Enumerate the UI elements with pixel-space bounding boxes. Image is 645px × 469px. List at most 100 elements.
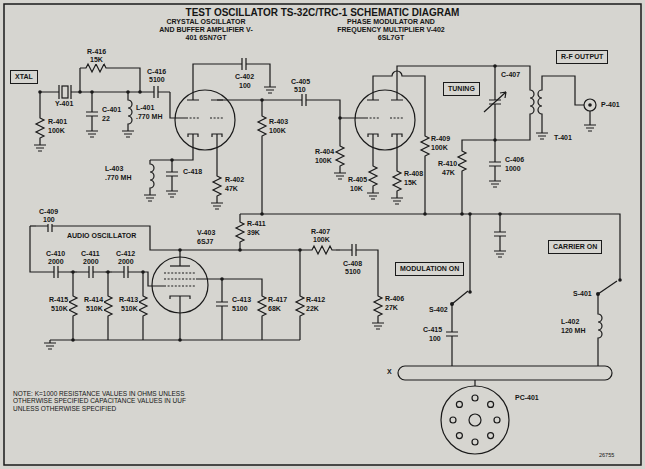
component-label: T-401 [553,134,573,142]
schematic-line [260,98,264,102]
box-text: R-F OUTPUT [561,53,603,61]
component-label: C-412 [115,250,136,258]
component-label: 100K [47,127,66,135]
component-label: R-410 [437,160,458,168]
component-label: 27K [384,304,399,312]
wire [597,342,598,366]
ground-symbol [367,190,379,199]
plug-pin [450,417,456,423]
label-box: TUNING [443,82,480,96]
schematic-line [493,64,497,68]
switch-contact [468,290,472,294]
schematic-line [260,212,264,216]
coil-symbol [538,86,542,118]
wire [150,134,193,160]
wire [217,99,290,100]
wire [196,279,262,290]
wire [299,250,300,290]
resistor-symbol [69,290,77,320]
plug-key [469,414,481,426]
schematic-line [498,212,502,216]
box-text: MODULATION ON [400,265,459,273]
tube-envelope [355,90,415,150]
plug-pin [472,439,478,445]
wire [318,100,366,118]
resistor-symbol [296,290,304,320]
component-label: 6SJ7 [196,238,214,246]
section-heading: CRYSTAL OSCILLATOR AND BUFFER AMPLIFIER … [158,18,255,42]
wire [239,214,240,216]
wire [170,92,186,118]
component-label: C-405 [290,78,311,86]
capacitor-symbol [142,86,170,98]
capacitor-symbol [290,94,318,106]
wire [589,111,590,122]
schematic-line [71,338,75,342]
wire [469,214,470,292]
schematic-line [71,270,75,274]
wire [494,116,495,150]
capacitor-symbol [166,160,178,188]
ground-symbol [584,122,596,131]
component-label: L-402 [560,318,580,326]
component-label: Y-401 [54,100,74,108]
crystal-symbol [59,85,71,99]
wire [541,118,542,130]
component-label: R-401 [47,118,68,126]
wire [39,92,40,112]
component-label: L-401 [135,104,155,112]
plug-pin [472,395,478,401]
wire [73,272,143,290]
component-label: 120 MH [560,327,587,335]
label-box: R-F OUTPUT [556,50,608,64]
component-label: R-406 [384,295,405,303]
wire [299,320,300,340]
wire [368,250,378,290]
component-label: R-416 [86,48,107,56]
resistor-symbol [139,290,147,320]
capacitor-symbol [42,266,70,278]
component-label: 22 [101,115,111,123]
component-label: 47K [224,185,239,193]
resistor-symbol [104,290,112,320]
wire [474,380,475,386]
tube-grid [186,117,224,118]
wire [240,214,620,280]
component-label: 510K [50,305,69,313]
wire [451,304,452,320]
wire [73,320,143,340]
component-label: C-418 [182,168,203,176]
component-label: 2000 [47,258,65,266]
wire [180,249,306,250]
wire [462,118,530,145]
schematic-line [170,158,174,162]
component-label: 100K [312,236,331,244]
resistor-symbol [236,216,244,246]
ground-symbol [144,192,156,201]
component-label: R-414 [83,296,104,304]
capacitor-symbol [230,58,258,70]
junction-dots [38,64,502,342]
box-text: TUNING [448,85,475,93]
resistor-symbol [80,64,110,72]
ground-symbol [372,320,384,329]
component-label: 22K [305,305,320,313]
component-label: 510K [85,305,104,313]
wire [542,76,584,105]
diagram-title: TEST OSCILLATOR TS-32C/TRC-1 SCHEMATIC D… [184,7,462,19]
component-label: 100K [430,144,449,152]
component-label: C-408 [342,260,363,268]
component-label: .770 MH [104,174,132,182]
component-label: R-411 [246,220,267,228]
coil-symbol [150,160,154,192]
drawing-number: 26755 [598,452,615,458]
resistor-symbol [36,112,44,142]
ground-symbol [264,84,276,93]
wire [221,318,222,340]
component-label: R-413 [118,296,139,304]
resistor-symbol [213,170,221,200]
component-label: R-403 [268,118,289,126]
box-text: CARRIER ON [553,243,597,251]
component-label: 10K [349,185,364,193]
